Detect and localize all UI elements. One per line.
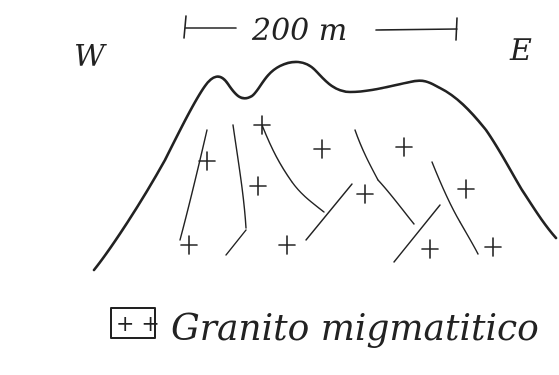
granite-plus-symbol [314, 140, 330, 158]
east-label: E [509, 33, 532, 68]
scale-bar-label: 200 m [251, 13, 347, 48]
granite-plus-symbol [357, 185, 373, 203]
granite-plus-symbol [279, 236, 295, 254]
scale-bar-right-segment [376, 29, 457, 30]
fracture-line [432, 162, 460, 222]
fracture-line [180, 130, 207, 240]
fracture-line [306, 184, 352, 240]
granite-plus-symbol [485, 238, 501, 256]
granite-plus-symbol [396, 138, 412, 156]
legend-label: Granito migmatitico [171, 308, 539, 349]
scale-bar: 200 m [184, 13, 457, 48]
fracture-lines [180, 125, 478, 262]
fracture-line [355, 130, 378, 180]
mountain-profile-outline [94, 62, 556, 270]
fracture-line [378, 180, 414, 224]
fracture-line [292, 182, 324, 212]
fracture-line [262, 125, 292, 182]
fracture-line [226, 230, 246, 255]
granite-plus-symbol [254, 116, 270, 134]
west-label: W [74, 39, 107, 74]
scale-bar-left-tick [184, 16, 186, 38]
granite-plus-symbol [250, 177, 266, 195]
granite-plus-symbol [422, 240, 438, 258]
legend-swatch-symbol: + + [116, 312, 160, 337]
scale-bar-right-tick [456, 18, 457, 40]
granite-symbols [181, 116, 501, 258]
legend: + + Granito migmatitico [111, 308, 539, 349]
fracture-line [460, 222, 478, 254]
granite-plus-symbol [181, 236, 197, 254]
fracture-line [394, 205, 440, 262]
granite-plus-symbol [458, 180, 474, 198]
fracture-line [233, 125, 246, 228]
